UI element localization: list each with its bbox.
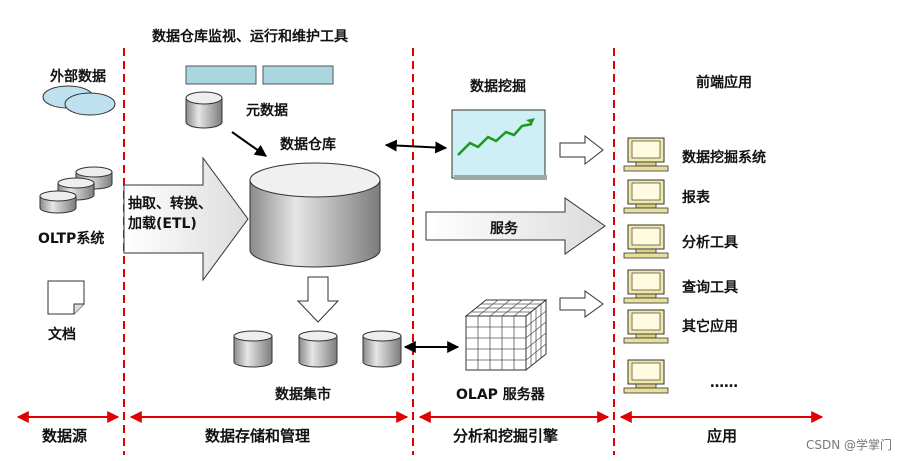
documents-label: 文档 bbox=[48, 327, 76, 343]
etl-label-line1: 抽取、转换、 bbox=[128, 196, 212, 212]
app-item-more: …… bbox=[710, 375, 738, 391]
metadata-cylinder-icon bbox=[185, 91, 223, 129]
service-label: 服务 bbox=[490, 221, 518, 237]
mining-to-app-arrow bbox=[559, 134, 604, 166]
app-item-query: 查询工具 bbox=[682, 280, 738, 296]
section-label-app: 应用 bbox=[707, 427, 738, 445]
app-item-report: 报表 bbox=[682, 190, 710, 206]
computer-icons bbox=[623, 137, 669, 394]
apps-title: 前端应用 bbox=[696, 75, 752, 91]
section-label-engine: 分析和挖掘引擎 bbox=[453, 427, 559, 445]
app-item-analysis: 分析工具 bbox=[682, 235, 738, 251]
warehouse-label: 数据仓库 bbox=[280, 137, 336, 153]
external-data-icon bbox=[42, 85, 116, 116]
data-mining-label: 数据挖掘 bbox=[470, 79, 526, 95]
top-title: 数据仓库监视、运行和维护工具 bbox=[152, 29, 348, 45]
computer-icon bbox=[623, 224, 669, 259]
oltp-cylinders-icon bbox=[39, 166, 113, 214]
olap-to-app-arrow bbox=[559, 290, 604, 318]
data-mart-cylinders-icon bbox=[233, 330, 402, 368]
monitor-tool-bars bbox=[185, 65, 334, 85]
etl-arrow bbox=[123, 156, 249, 282]
app-item-other: 其它应用 bbox=[682, 319, 738, 335]
etl-label-line2: 加载(ETL) bbox=[128, 216, 197, 232]
section-label-source: 数据源 bbox=[42, 427, 88, 445]
section-dividers bbox=[123, 48, 615, 455]
warehouse-mining-double-arrow bbox=[384, 139, 448, 154]
computer-icon bbox=[623, 359, 669, 394]
olap-label: OLAP 服务器 bbox=[456, 387, 545, 403]
computer-icon bbox=[623, 309, 669, 344]
section-label-storage: 数据存储和管理 bbox=[205, 427, 311, 445]
warehouse-cylinder-icon bbox=[249, 162, 381, 268]
computer-icon bbox=[623, 179, 669, 214]
data-mart-label: 数据集市 bbox=[275, 387, 331, 403]
app-item-mining: 数据挖掘系统 bbox=[682, 150, 766, 166]
computer-icon bbox=[623, 137, 669, 172]
metadata-to-warehouse-arrow bbox=[231, 131, 267, 157]
computer-icon bbox=[623, 269, 669, 304]
external-data-label: 外部数据 bbox=[50, 69, 106, 85]
olap-cube-icon bbox=[464, 298, 548, 372]
metadata-label: 元数据 bbox=[246, 103, 288, 119]
watermark: CSDN @学掌门 bbox=[805, 438, 892, 452]
oltp-label: OLTP系统 bbox=[38, 231, 105, 247]
document-icon bbox=[47, 280, 85, 315]
data-mining-chart-icon bbox=[451, 109, 547, 180]
service-arrow bbox=[425, 197, 606, 255]
warehouse-to-mart-arrow bbox=[296, 276, 340, 323]
